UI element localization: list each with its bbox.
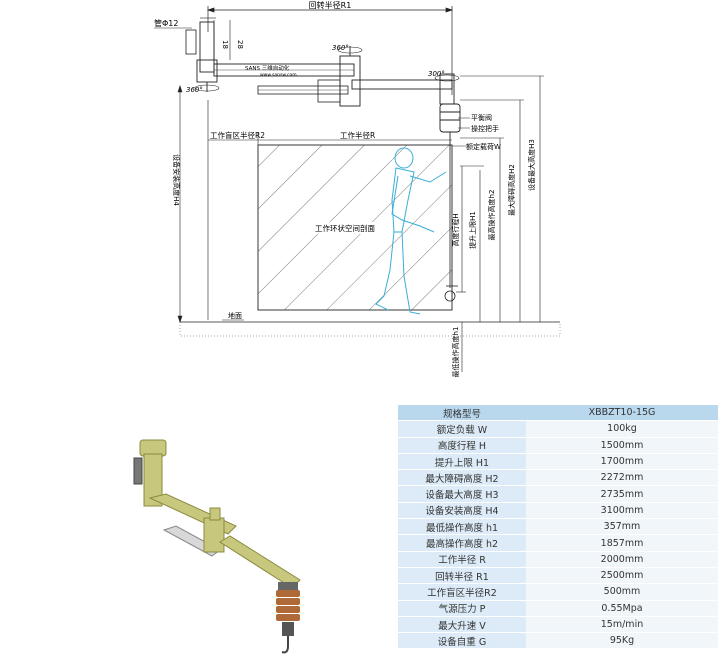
spec-header-row: 规格型号 XBBZT10-15G <box>398 405 718 422</box>
label-rated-load: 额定载荷W <box>466 142 501 151</box>
dimension-r1 <box>206 6 454 95</box>
spec-key: 最高操作高度 h2 <box>398 534 526 552</box>
label-work-space: 工作环状空间剖面 <box>315 223 375 233</box>
label-brand: SANS 三维自动化 <box>245 64 290 72</box>
spec-value: 1857mm <box>526 534 718 552</box>
label-balance-valve: 平衡阀 <box>471 113 492 122</box>
spec-value: 3100mm <box>526 502 718 520</box>
label-site: www.sansw.com <box>260 73 297 78</box>
arm-lower <box>351 73 455 105</box>
machine-spring <box>276 582 300 654</box>
label-install-height: 设备安装高度H4 <box>172 154 181 206</box>
column <box>196 21 218 92</box>
spec-key: 工作半径 R <box>398 551 526 568</box>
spec-value: 357mm <box>526 518 718 536</box>
spec-value: 500mm <box>526 583 718 601</box>
label-ground: 地面 <box>228 311 242 320</box>
spec-value: 100kg <box>526 420 718 438</box>
balancer <box>439 103 461 150</box>
spec-value: 2272mm <box>526 469 718 487</box>
label-handle: 操控把手 <box>471 124 499 133</box>
operator-figure <box>375 147 447 315</box>
label-rotation-radius: 回转半径R1 <box>309 0 352 10</box>
spec-key: 气源压力 P <box>398 600 526 617</box>
label-max-op: 最高操作高度h2 <box>487 190 496 241</box>
technical-drawing: 回转半径R1 管Φ12 18 28 360° SANS 三维自动化 www.sa… <box>154 0 561 378</box>
label-working-radius: 工作半径R <box>340 130 375 140</box>
label-300: 300° <box>428 70 445 78</box>
label-28: 28 <box>236 40 244 49</box>
spec-key: 最大升速 V <box>398 616 526 634</box>
spec-key: 设备最大高度 H3 <box>398 485 526 503</box>
label-max-height: 设备最大高度H3 <box>527 139 536 191</box>
machine-illustration <box>133 439 301 654</box>
machine-cylinder <box>162 507 225 557</box>
cylinder <box>257 79 349 103</box>
label-max-obstacle: 最大障碍高度H2 <box>507 164 516 216</box>
spec-value: 15m/min <box>526 616 718 634</box>
spec-key: 高度行程 H <box>398 437 526 454</box>
label-min-op: 最低操作高度h1 <box>451 327 460 378</box>
label-360-column: 360° <box>186 86 203 94</box>
spec-key: 回转半径 R1 <box>398 567 526 585</box>
spec-key: 设备自重 G <box>398 632 526 650</box>
spec-value: 2735mm <box>526 485 718 503</box>
ground <box>179 321 561 337</box>
spec-header-value: XBBZT10-15G <box>526 405 718 422</box>
label-18: 18 <box>221 40 229 49</box>
label-height-travel: 高度行程H <box>451 213 460 246</box>
spec-value: 1500mm <box>526 437 718 454</box>
label-pipe: 管Φ12 <box>154 18 178 28</box>
spec-key: 最低操作高度 h1 <box>398 518 526 536</box>
valve-block <box>185 29 197 55</box>
label-lift-limit: 提升上限H1 <box>468 211 477 249</box>
spec-value: 0.55Mpa <box>526 600 718 617</box>
spec-key: 额定负载 W <box>398 420 526 438</box>
hook <box>444 150 458 302</box>
spec-key: 提升上限 H1 <box>398 453 526 471</box>
spec-key: 工作盲区半径R2 <box>398 583 526 601</box>
spec-value: 2000mm <box>526 551 718 568</box>
spec-value: 1700mm <box>526 453 718 471</box>
spec-value: 2500mm <box>526 567 718 585</box>
spec-key: 设备安装高度 H4 <box>398 502 526 520</box>
label-blind-radius: 工作盲区半径R2 <box>210 130 265 140</box>
machine-column <box>133 439 167 507</box>
machine-arm-lower <box>219 535 301 589</box>
spec-value: 95Kg <box>526 632 718 650</box>
spec-key: 最大障碍高度 H2 <box>398 469 526 487</box>
spec-header-key: 规格型号 <box>398 405 526 422</box>
